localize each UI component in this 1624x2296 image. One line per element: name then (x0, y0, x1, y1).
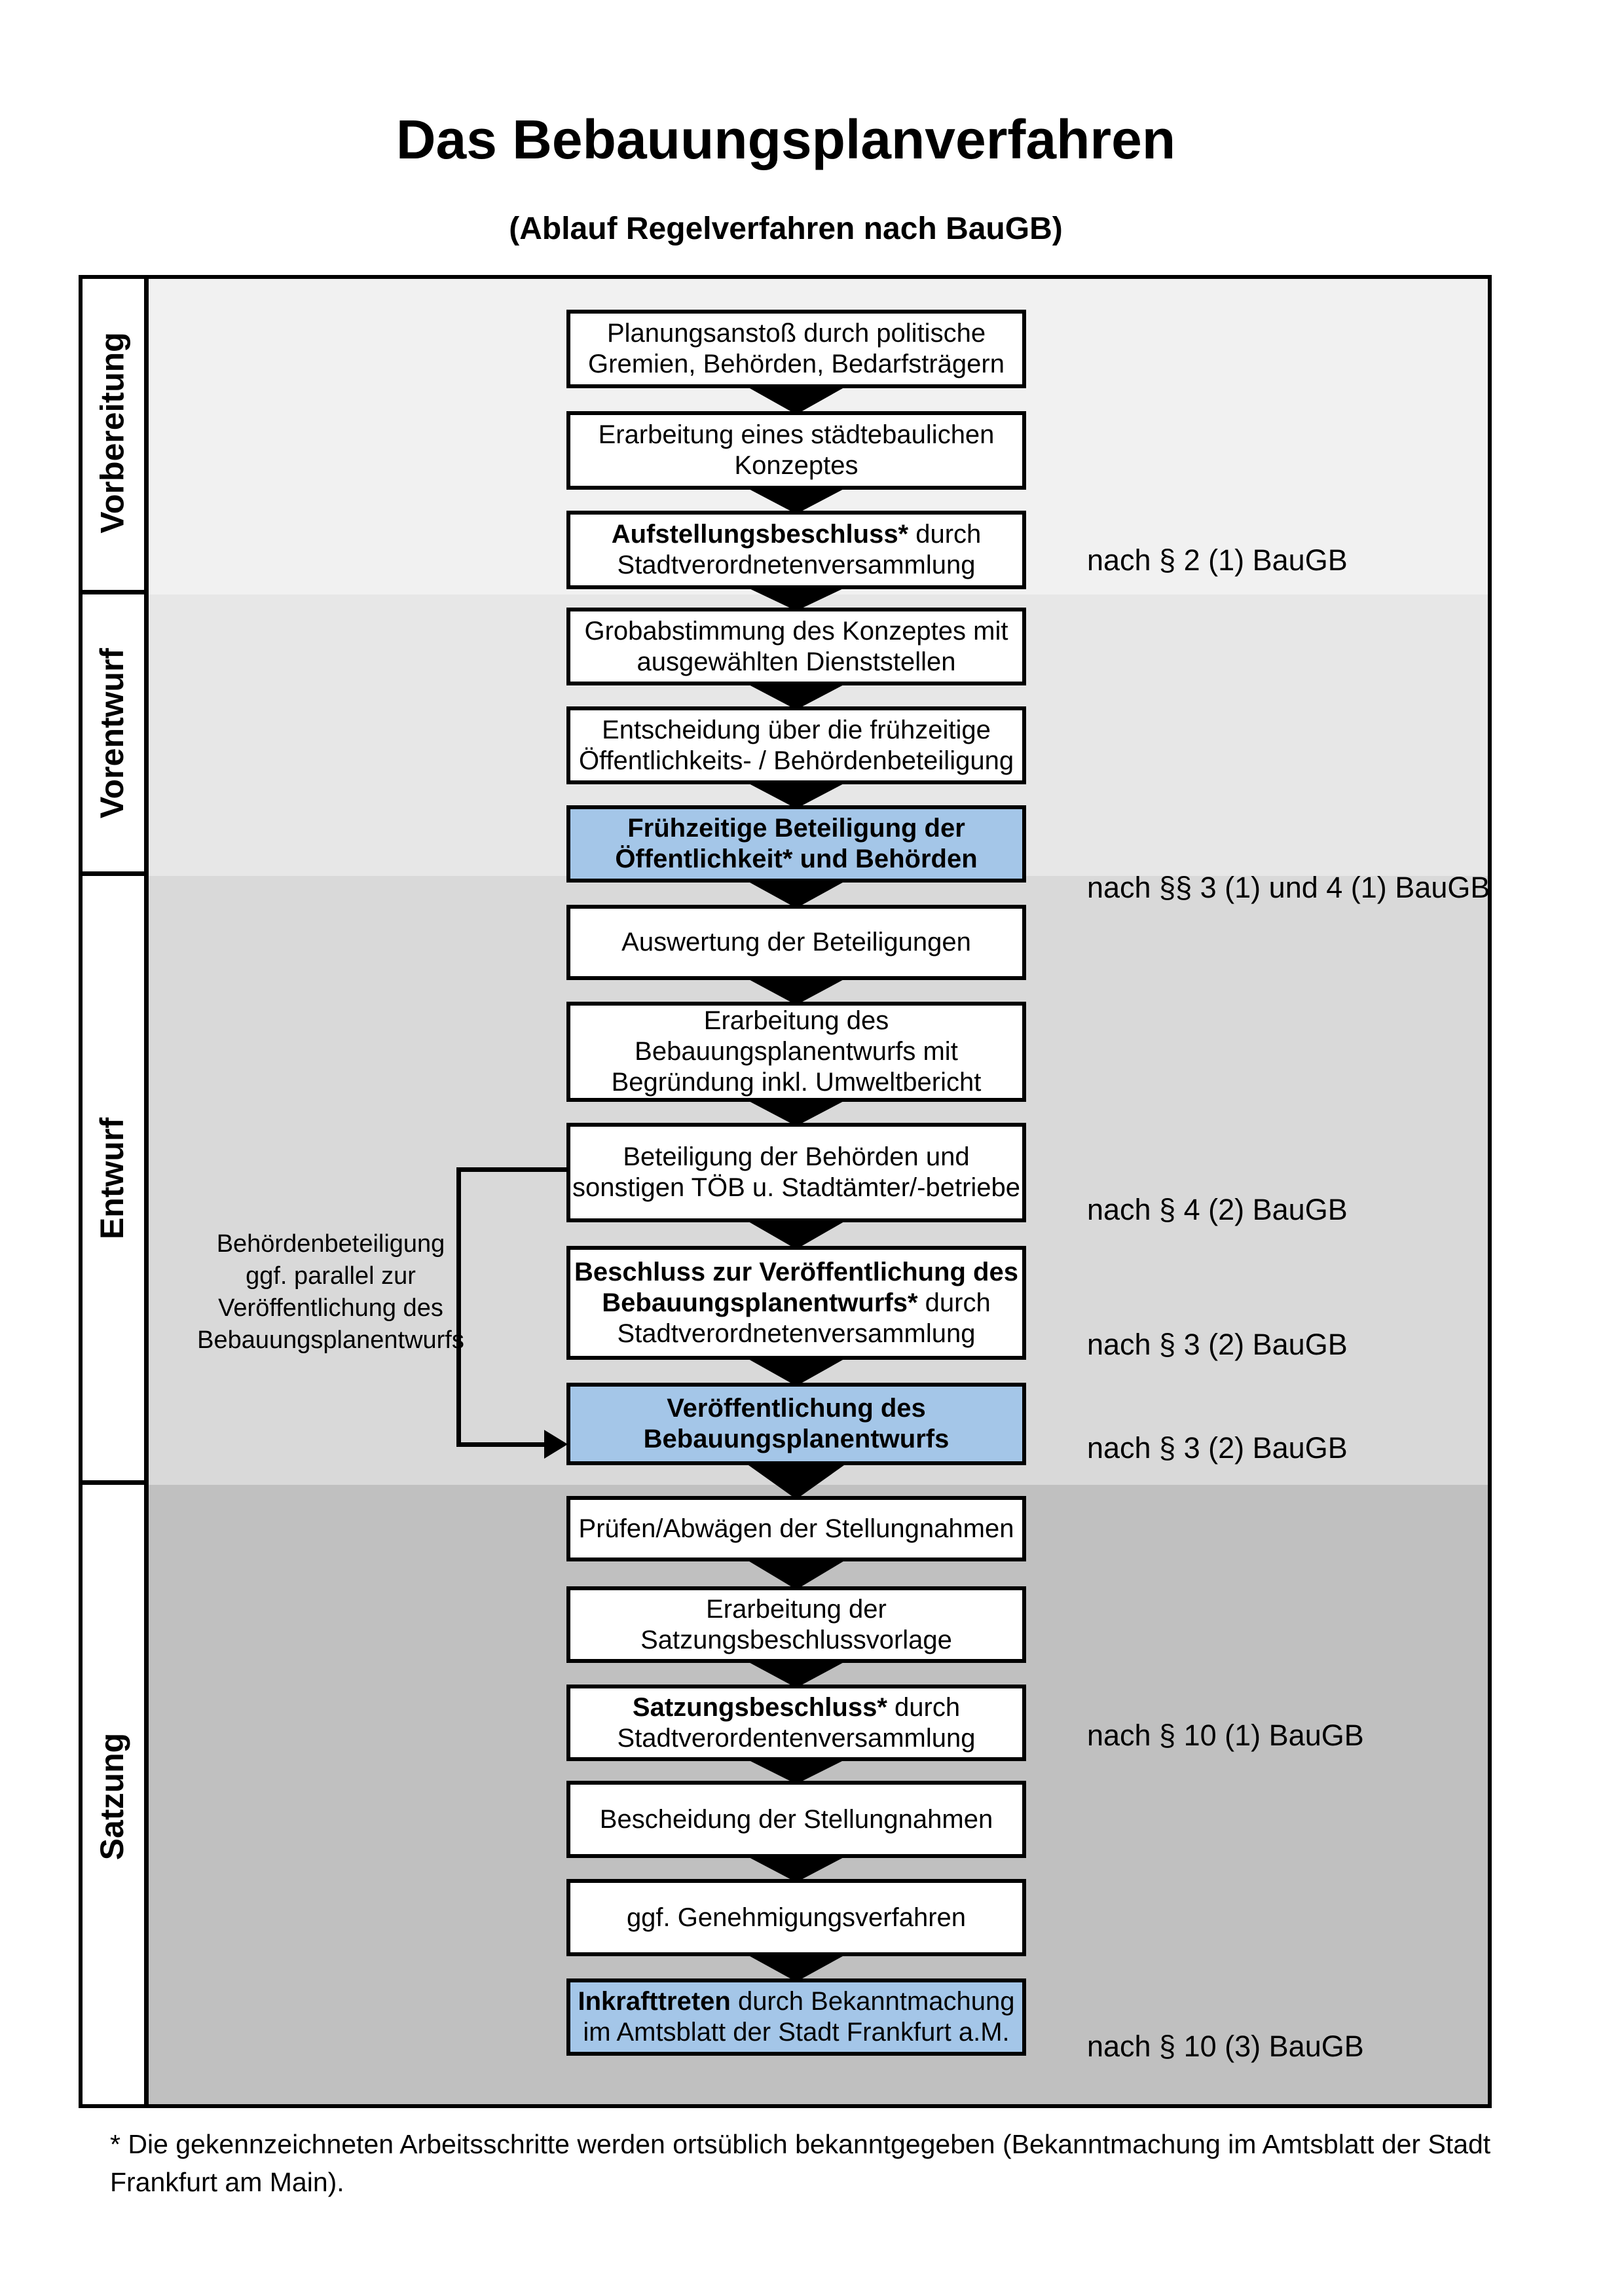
flow-box-text-line: im Amtsblatt der Stadt Frankfurt a.M. (583, 2018, 1010, 2047)
baugb-reference: nach § 10 (1) BauGB (1087, 1719, 1364, 1752)
flow-box-text-line: Bescheidung der Stellungnahmen (599, 1804, 993, 1834)
flow-box-pruefen-abwaegen-stellungnahmen: Prüfen/Abwägen der Stellungnahmen (566, 1496, 1026, 1561)
baugb-reference: nach § 4 (2) BauGB (1087, 1193, 1348, 1226)
flow-box-text-line: Begründung inkl. Umweltbericht (611, 1068, 982, 1097)
arrow-down-icon (744, 1219, 849, 1249)
page-subtitle: (Ablauf Regelverfahren nach BauGB) (509, 211, 1063, 246)
arrow-down-icon (744, 879, 849, 908)
page-title: Das Bebauungsplanverfahren (396, 109, 1176, 170)
arrow-down-icon (744, 385, 849, 414)
flow-box-text-line: Stadtverordnetenversammlung (617, 551, 976, 579)
flow-box-text-line: ausgewählten Dienststellen (637, 647, 956, 676)
flow-box-text-line: Stadtverordentenversammlung (617, 1723, 976, 1753)
arrow-down-icon (744, 977, 849, 1005)
arrow-down-icon (744, 1953, 849, 1982)
flow-box-text-line: Bebauungsplanentwurfs mit (635, 1037, 958, 1066)
baugb-reference: nach § 2 (1) BauGB (1087, 543, 1348, 577)
flow-box-text-line: Erarbeitung eines städtebaulichen (598, 420, 995, 449)
arrow-down-icon (744, 1855, 849, 1882)
flow-box-text-line: sonstigen TÖB u. Stadtämter/-betriebe (572, 1173, 1021, 1202)
flow-box-text-line: Auswertung der Beteiligungen (621, 928, 971, 957)
flow-box-text-line: Bebauungsplanentwurfs (643, 1425, 950, 1453)
flow-box-text-line: Frühzeitige Beteiligung der (627, 814, 965, 843)
arrow-down-icon (744, 1099, 849, 1126)
connector-horizontal-top (456, 1167, 566, 1172)
flow-box-text-line: Öffentlichkeit* und Behörden (615, 845, 978, 873)
flow-box-text-line: Veröffentlichung des (667, 1394, 926, 1423)
flow-box-text-line: Prüfen/Abwägen der Stellungnahmen (578, 1514, 1014, 1543)
arrow-down-icon (744, 486, 849, 514)
flow-box-text-line: ggf. Genehmigungsverfahren (626, 1903, 967, 1932)
flow-box-text-line: Entscheidung über die frühzeitige (602, 715, 991, 744)
flow-box-text-line: Aufstellungsbeschluss* durch (611, 520, 982, 549)
connector-horizontal-bottom (456, 1442, 547, 1447)
sidebar-label-entwurf: Entwurf (94, 1117, 131, 1239)
sidebar-cell-satzung: Satzung (81, 1485, 149, 2108)
flow-box-text-line: Erarbeitung der (706, 1594, 887, 1624)
flow-box-text-line: Stadtverordnetenversammlung (617, 1319, 976, 1348)
sidebar-cell-vorbereitung: Vorbereitung (81, 275, 149, 594)
flow-box-text-line: Bebauungsplanentwurfs* durch (602, 1288, 991, 1317)
flow-box-text-line: Erarbeitung des (703, 1006, 889, 1035)
flow-box-text-line: Satzungsbeschluss* durch (632, 1692, 961, 1722)
arrow-down-icon (744, 1660, 849, 1688)
sidebar-label-vorentwurf: Vorentwurf (94, 647, 131, 818)
arrow-down-icon (744, 1558, 849, 1590)
baugb-reference: nach § 3 (2) BauGB (1087, 1431, 1348, 1465)
baugb-reference: nach § 3 (2) BauGB (1087, 1328, 1348, 1361)
connector-arrowhead-icon (544, 1430, 568, 1459)
flow-box-text-line: Konzeptes (734, 451, 858, 480)
arrow-down-icon (744, 1758, 849, 1784)
arrow-down-icon (744, 586, 849, 611)
flow-box-text-line: Satzungsbeschlussvorlage (640, 1625, 952, 1654)
flow-box-bescheidung-stellungnahmen: Bescheidung der Stellungnahmen (566, 1781, 1026, 1858)
parallel-note: Behördenbeteiligung ggf. parallel zur Ve… (197, 1230, 464, 1354)
arrow-down-icon (744, 781, 849, 809)
flow-box-text-line: Beteiligung der Behörden und (623, 1142, 970, 1171)
arrow-down-icon (744, 682, 849, 710)
flow-box-genehmigungsverfahren: ggf. Genehmigungsverfahren (566, 1879, 1026, 1956)
arrow-down-icon (744, 1357, 849, 1386)
sidebar-label-satzung: Satzung (94, 1732, 131, 1861)
arrow-down-icon (744, 1462, 849, 1499)
flow-box-text-line: Grobabstimmung des Konzeptes mit (584, 616, 1008, 646)
sidebar-label-vorbereitung: Vorbereitung (94, 331, 131, 534)
flow-box-text-line: Planungsanstoß durch politische (606, 319, 986, 348)
flow-box-text-line: Inkrafttreten durch Bekanntmachung (578, 1987, 1015, 2016)
baugb-reference: nach § 10 (3) BauGB (1087, 2030, 1364, 2063)
connector-vertical (456, 1167, 461, 1447)
flow-box-text-line: Öffentlichkeits- / Behördenbeteiligung (578, 746, 1014, 775)
baugb-reference: nach §§ 3 (1) und 4 (1) BauGB (1087, 871, 1490, 904)
sidebar-cell-vorentwurf: Vorentwurf (81, 594, 149, 876)
flow-box-text-line: Beschluss zur Veröffentlichung des (574, 1257, 1018, 1286)
footnote: * Die gekennzeichneten Arbeitsschritte w… (110, 2129, 1491, 2197)
flow-box-auswertung-beteiligungen: Auswertung der Beteiligungen (566, 905, 1026, 980)
flow-box-text-line: Gremien, Behörden, Bedarfsträgern (588, 350, 1005, 378)
sidebar-cell-entwurf: Entwurf (81, 876, 149, 1485)
